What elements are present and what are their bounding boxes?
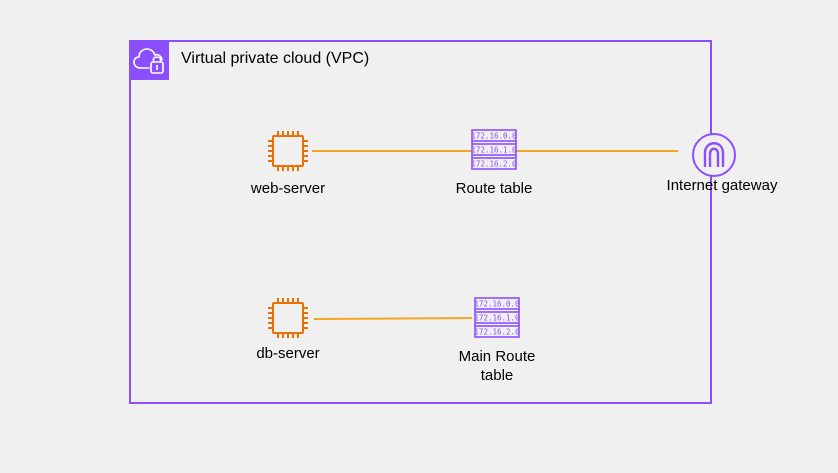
route-table-row-2: 172.16.1.0 bbox=[471, 146, 517, 155]
main-route-table-label-line2: table bbox=[480, 367, 514, 384]
web-server-ec2-icon bbox=[267, 130, 309, 172]
route-table-icon: 172.16.0.0 172.16.1.0 172.16.2.0 bbox=[471, 129, 517, 170]
vpc-cloud-lock-icon bbox=[133, 48, 164, 74]
main-route-table-row-1: 172.16.0.0 bbox=[474, 300, 520, 309]
db-server-ec2-icon bbox=[267, 297, 309, 339]
internet-gateway-label: Internet gateway bbox=[666, 177, 778, 194]
internet-gateway-icon bbox=[692, 133, 736, 177]
main-route-table-icon: 172.16.0.0 172.16.1.0 172.16.2.0 bbox=[474, 297, 520, 338]
main-route-table-row-2: 172.16.1.0 bbox=[474, 314, 520, 323]
route-table-row-3: 172.16.2.0 bbox=[471, 160, 517, 169]
route-table-label: Route table bbox=[455, 180, 533, 197]
vpc-boundary bbox=[129, 40, 712, 404]
main-route-table-row-3: 172.16.2.0 bbox=[474, 328, 520, 337]
connector-db-to-main-route-table bbox=[313, 317, 473, 320]
web-server-label: web-server bbox=[250, 180, 326, 197]
db-server-label: db-server bbox=[256, 345, 320, 362]
route-table-row-1: 172.16.0.0 bbox=[471, 132, 517, 141]
vpc-badge bbox=[129, 40, 169, 80]
main-route-table-label-line1: Main Route bbox=[458, 348, 536, 365]
vpc-title: Virtual private cloud (VPC) bbox=[181, 50, 370, 67]
